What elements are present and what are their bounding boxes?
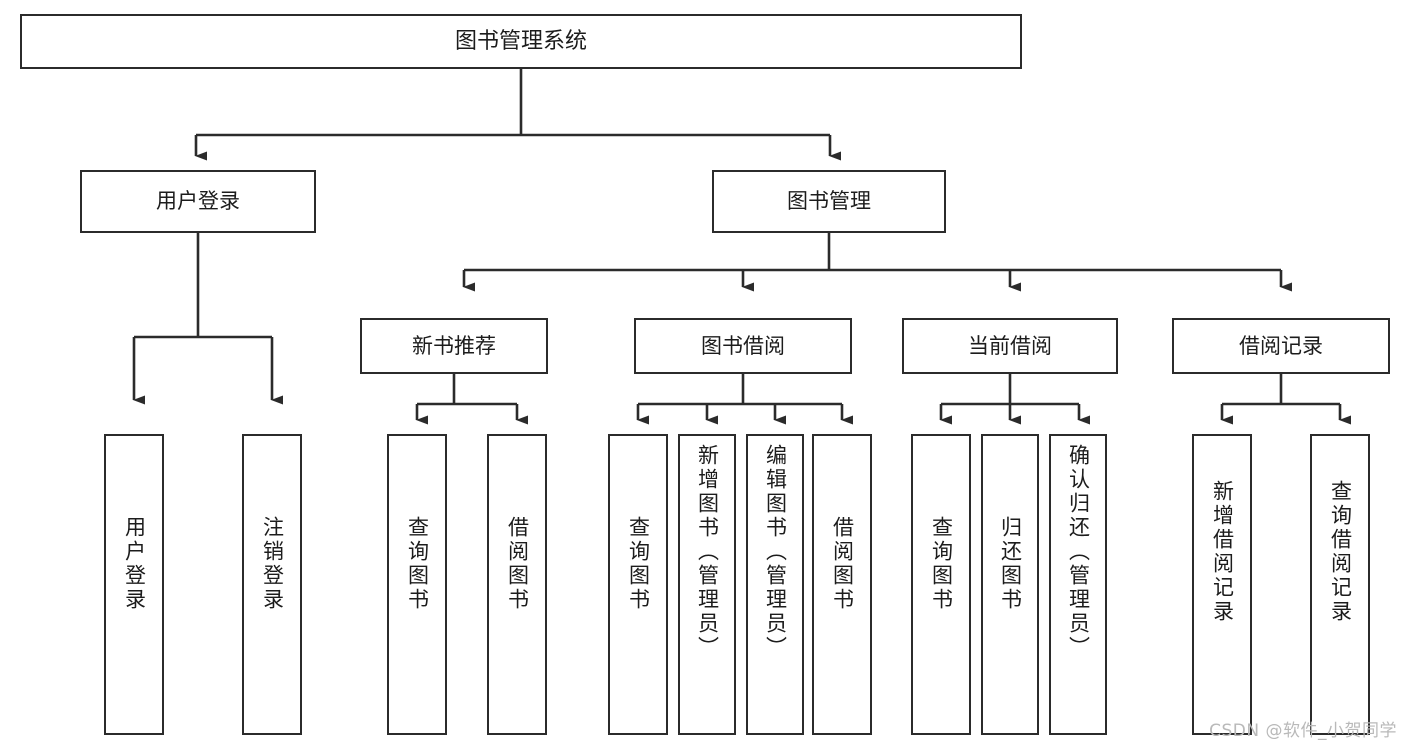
watermark-text: CSDN @软件_小贺同学: [1209, 721, 1397, 741]
node-book-manage[interactable]: 图书管理: [712, 170, 946, 233]
leaf-borrow-edit-book-admin[interactable]: 编辑图书（管理员）: [746, 434, 804, 735]
leaf-borrow-add-book-admin[interactable]: 新增图书（管理员）: [678, 434, 736, 735]
node-label: 归还图书: [998, 516, 1023, 612]
node-label: 新增图书（管理员）: [695, 444, 720, 660]
node-label: 查询图书: [929, 516, 954, 612]
node-label: 编辑图书（管理员）: [763, 444, 788, 660]
node-label: 借阅图书: [505, 516, 530, 612]
node-label: 用户登录: [122, 516, 147, 612]
node-label: 查询图书: [626, 516, 651, 612]
leaf-record-query[interactable]: 查询借阅记录: [1310, 434, 1370, 735]
node-label: 查询图书: [405, 516, 430, 612]
node-label: 确认归还（管理员）: [1066, 444, 1091, 660]
node-book-borrow[interactable]: 图书借阅: [634, 318, 852, 374]
leaf-current-confirm-return-admin[interactable]: 确认归还（管理员）: [1049, 434, 1107, 735]
leaf-user-login[interactable]: 用户登录: [104, 434, 164, 735]
node-label: 用户登录: [156, 189, 240, 214]
leaf-current-return-book[interactable]: 归还图书: [981, 434, 1039, 735]
leaf-recommend-query-book[interactable]: 查询图书: [387, 434, 447, 735]
node-label: 图书管理: [787, 189, 871, 214]
node-borrow-record[interactable]: 借阅记录: [1172, 318, 1390, 374]
node-label: 图书管理系统: [454, 28, 587, 54]
node-label: 图书借阅: [701, 333, 785, 358]
node-root-system[interactable]: 图书管理系统: [20, 14, 1022, 69]
node-label: 借阅记录: [1239, 333, 1323, 358]
leaf-borrow-query-book[interactable]: 查询图书: [608, 434, 668, 735]
node-label: 当前借阅: [968, 333, 1052, 358]
node-current-borrow[interactable]: 当前借阅: [902, 318, 1118, 374]
leaf-recommend-borrow-book[interactable]: 借阅图书: [487, 434, 547, 735]
node-label: 查询借阅记录: [1328, 480, 1353, 624]
node-label: 新书推荐: [412, 333, 496, 358]
node-new-book-recommend[interactable]: 新书推荐: [360, 318, 548, 374]
leaf-user-logout[interactable]: 注销登录: [242, 434, 302, 735]
leaf-record-add[interactable]: 新增借阅记录: [1192, 434, 1252, 735]
node-label: 注销登录: [260, 516, 285, 612]
node-label: 借阅图书: [830, 516, 855, 612]
leaf-current-query-book[interactable]: 查询图书: [911, 434, 971, 735]
node-user-login[interactable]: 用户登录: [80, 170, 316, 233]
leaf-borrow-borrow-book[interactable]: 借阅图书: [812, 434, 872, 735]
node-label: 新增借阅记录: [1210, 480, 1235, 624]
